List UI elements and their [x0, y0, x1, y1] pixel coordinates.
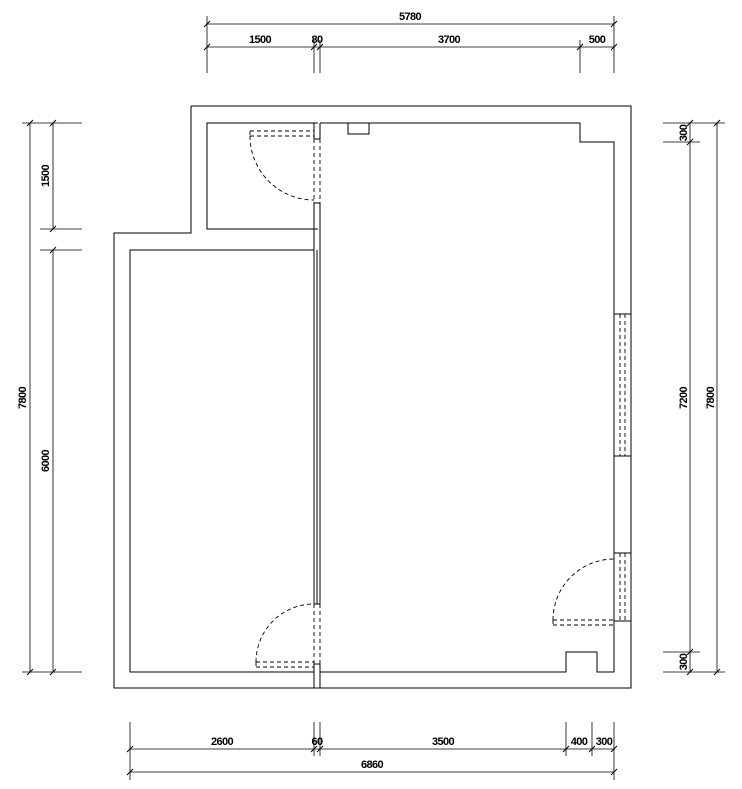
right-dimensions: 300 7200 300 7800: [663, 122, 725, 673]
door-lower-left: [255, 603, 321, 668]
door-swing-arc: [255, 603, 315, 663]
door-swing-arc: [249, 135, 315, 201]
walls: [113, 105, 632, 689]
dim-top-seg-3: 3700: [438, 34, 461, 46]
top-dimensions: 5780 1500 80 3700 500: [206, 11, 615, 73]
door-swing-arc: [552, 558, 615, 621]
dim-right-seg-3: 300: [678, 653, 690, 670]
dim-bottom-seg-2: 60: [311, 736, 323, 748]
dim-bottom-seg-4: 400: [571, 736, 588, 748]
dim-bottom-seg-1: 2600: [211, 736, 234, 748]
dim-top-seg-1: 1500: [249, 34, 272, 46]
dim-top-overall: 5780: [399, 11, 422, 23]
dim-right-seg-1: 300: [678, 124, 690, 141]
dim-left-seg-1: 1500: [40, 164, 52, 187]
small-room-wall: [206, 122, 318, 230]
dimension-ticks: [26, 20, 721, 776]
bottom-dimensions: 2600 60 3500 400 300 6860: [129, 722, 615, 780]
left-room-wall: [129, 249, 314, 673]
window-frame: [613, 313, 632, 457]
door-upper: [249, 130, 321, 203]
outer-wall: [113, 105, 632, 689]
left-dimensions: 7800 1500 6000: [17, 122, 82, 673]
dim-right-seg-2: 7200: [678, 386, 690, 409]
main-room-inner-wall: [320, 122, 615, 673]
dim-bottom-seg-5: 300: [596, 736, 613, 748]
dim-right-overall: 7800: [705, 386, 717, 409]
window-right: [613, 313, 632, 457]
dim-bottom-seg-3: 3500: [432, 736, 455, 748]
dim-bottom-overall: 6860: [361, 759, 384, 771]
dim-left-overall: 7800: [17, 386, 29, 409]
dim-left-seg-2: 6000: [40, 449, 52, 472]
column-box: [347, 122, 370, 135]
door-right: [552, 456, 631, 626]
dim-top-seg-4: 500: [589, 34, 606, 46]
dim-top-seg-2: 80: [311, 34, 323, 46]
